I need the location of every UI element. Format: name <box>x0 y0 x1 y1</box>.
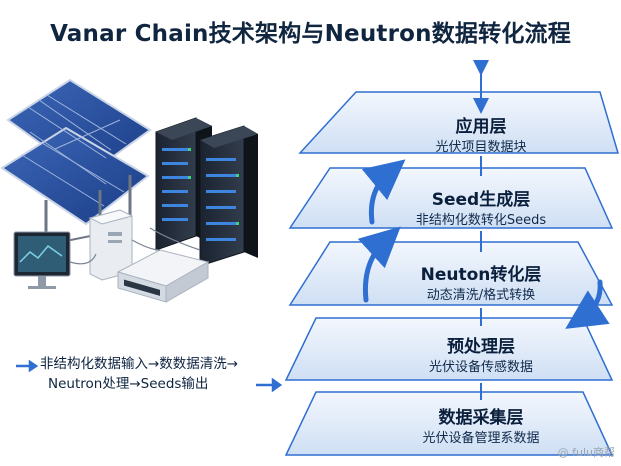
layer-plane-4 <box>284 317 614 381</box>
server-rack-icon <box>155 117 258 267</box>
layer-desc: 光伏项目数据块 <box>435 140 527 155</box>
layer-neuton-conversion: Neuton转化层 动态清洗/格式转换 <box>351 265 611 304</box>
solar-panel-icon <box>0 78 152 246</box>
layer-name: Seed生成层 <box>431 190 531 210</box>
curved-arrow-down <box>565 279 610 329</box>
flow-line-2: Neutron处理→Seeds输出 <box>48 376 209 392</box>
monitor-icon <box>13 231 71 289</box>
layer-desc: 光伏设备传感数据 <box>428 360 533 375</box>
flow-line-1: 非结构化数据输入→数数据清洗→ <box>40 356 239 372</box>
flow-description: 非结构化数据输入→数数据清洗→ Neutron处理→Seeds输出 <box>18 354 288 394</box>
diagram-title: Vanar Chain技术架构与Neutron数据转化流程 <box>50 21 571 47</box>
flow-arrows <box>16 359 283 393</box>
layer-application: 应用层 光伏项目数据块 <box>351 117 611 156</box>
layer-name: 数据采集层 <box>438 408 524 428</box>
layer-desc: 动态清洗/格式转换 <box>426 288 536 303</box>
layer-seed-generation: Seed生成层 非结构化数转化Seeds <box>351 190 611 229</box>
layer-desc: 光伏设备管理系数据 <box>422 431 540 446</box>
layer-preprocessing: 预处理层 光伏设备传感数据 <box>351 337 611 376</box>
layer-desc: 非结构化数转化Seeds <box>415 213 547 228</box>
layer-name: 应用层 <box>455 117 507 137</box>
curved-arrow-icon <box>357 159 610 329</box>
cables <box>69 227 201 265</box>
layer-name: Neuton转化层 <box>420 265 542 285</box>
layer-data-acquisition: 数据采集层 光伏设备管理系数据 <box>351 408 611 447</box>
curved-arrow-up-2 <box>357 226 401 303</box>
layer-name: 预处理层 <box>447 337 515 357</box>
pc-tower-icon <box>88 209 134 281</box>
curved-arrow-up-1 <box>361 159 406 225</box>
watermark: @ fulu商帮 <box>557 446 615 459</box>
storage-device-icon <box>116 249 210 303</box>
layer-plane-1 <box>298 91 620 154</box>
layer-plane-5 <box>284 391 614 456</box>
